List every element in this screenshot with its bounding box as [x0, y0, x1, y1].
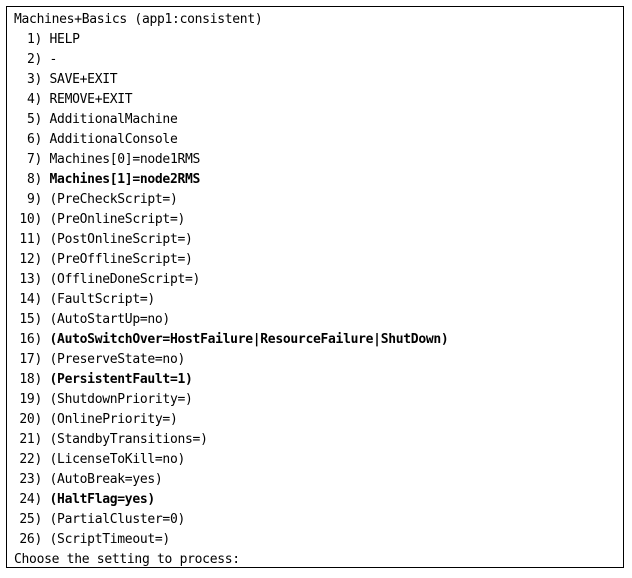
menu-item-auto-switch-over[interactable]: 16) (AutoSwitchOver=HostFailure|Resource…	[14, 330, 623, 350]
menu-item-remove-exit[interactable]: 4) REMOVE+EXIT	[14, 90, 623, 110]
menu-item-persistent-fault[interactable]: 18) (PersistentFault=1)	[14, 370, 623, 390]
menu-number: 6)	[26, 132, 42, 147]
menu-number: 24)	[19, 492, 42, 507]
menu-number: 23)	[19, 472, 42, 487]
menu-number: 14)	[19, 292, 42, 307]
menu-number: 22)	[19, 452, 42, 467]
menu-item-script-timeout[interactable]: 26) (ScriptTimeout=)	[14, 530, 623, 550]
menu-number: 16)	[19, 332, 42, 347]
menu-item-additional-console[interactable]: 6) AdditionalConsole	[14, 130, 623, 150]
menu-item-preserve-state[interactable]: 17) (PreserveState=no)	[14, 350, 623, 370]
menu-item-shutdown-priority[interactable]: 19) (ShutdownPriority=)	[14, 390, 623, 410]
menu-label: AdditionalConsole	[49, 132, 178, 147]
menu-label: (PartialCluster=0)	[49, 512, 186, 527]
menu-number: 20)	[19, 412, 42, 427]
menu-item-halt-flag[interactable]: 24) (HaltFlag=yes)	[14, 490, 623, 510]
menu-label: (PreOfflineScript=)	[49, 252, 193, 267]
menu-number: 10)	[19, 212, 42, 227]
menu-item-online-priority[interactable]: 20) (OnlinePriority=)	[14, 410, 623, 430]
menu-label: (AutoStartUp=no)	[49, 312, 171, 327]
menu-label: Machines[0]=node1RMS	[49, 152, 201, 167]
menu-item-partial-cluster[interactable]: 25) (PartialCluster=0)	[14, 510, 623, 530]
menu-number: 3)	[26, 72, 42, 87]
menu-label: (ScriptTimeout=)	[49, 532, 171, 547]
menu-item-offline-done-script[interactable]: 13) (OfflineDoneScript=)	[14, 270, 623, 290]
menu-number: 7)	[26, 152, 42, 167]
menu-item-auto-break[interactable]: 23) (AutoBreak=yes)	[14, 470, 623, 490]
menu-label: SAVE+EXIT	[49, 72, 118, 87]
menu-item-pre-online-script[interactable]: 10) (PreOnlineScript=)	[14, 210, 623, 230]
menu-label: AdditionalMachine	[49, 112, 178, 127]
menu-label: (PreCheckScript=)	[49, 192, 178, 207]
menu-label: (ShutdownPriority=)	[49, 392, 193, 407]
menu-item-save-exit[interactable]: 3) SAVE+EXIT	[14, 70, 623, 90]
menu-item-pre-check-script[interactable]: 9) (PreCheckScript=)	[14, 190, 623, 210]
menu-label: Machines[1]=node2RMS	[49, 172, 201, 187]
menu-label: HELP	[49, 32, 80, 47]
menu-label: (StandbyTransitions=)	[49, 432, 208, 447]
menu-number: 13)	[19, 272, 42, 287]
menu-number: 5)	[26, 112, 42, 127]
menu-item-pre-offline-script[interactable]: 12) (PreOfflineScript=)	[14, 250, 623, 270]
menu-label: (AutoBreak=yes)	[49, 472, 163, 487]
command-prompt[interactable]: Choose the setting to process:	[14, 552, 240, 567]
menu-label: (LicenseToKill=no)	[49, 452, 186, 467]
menu-item-auto-start-up[interactable]: 15) (AutoStartUp=no)	[14, 310, 623, 330]
menu-number: 15)	[19, 312, 42, 327]
menu-item-fault-script[interactable]: 14) (FaultScript=)	[14, 290, 623, 310]
menu-item-help[interactable]: 1) HELP	[14, 30, 623, 50]
menu-label: (PersistentFault=1)	[49, 372, 193, 387]
menu-number: 1)	[26, 32, 42, 47]
menu-number: 26)	[19, 532, 42, 547]
menu-label: (FaultScript=)	[49, 292, 156, 307]
menu-label: (PreserveState=no)	[49, 352, 186, 367]
menu-label: (HaltFlag=yes)	[49, 492, 156, 507]
menu-item-machines-1[interactable]: 8) Machines[1]=node2RMS	[14, 170, 623, 190]
menu-label: (PostOnlineScript=)	[49, 232, 193, 247]
menu-label: (OfflineDoneScript=)	[49, 272, 201, 287]
menu-label: (PreOnlineScript=)	[49, 212, 186, 227]
menu-item-separator[interactable]: 2) -	[14, 50, 623, 70]
menu-label: (OnlinePriority=)	[49, 412, 178, 427]
menu-number: 11)	[19, 232, 42, 247]
menu-item-license-to-kill[interactable]: 22) (LicenseToKill=no)	[14, 450, 623, 470]
menu-label: -	[49, 52, 58, 67]
menu-item-standby-transitions[interactable]: 21) (StandbyTransitions=)	[14, 430, 623, 450]
menu-number: 17)	[19, 352, 42, 367]
menu-number: 2)	[26, 52, 42, 67]
menu-item-additional-machine[interactable]: 5) AdditionalMachine	[14, 110, 623, 130]
menu-number: 18)	[19, 372, 42, 387]
terminal-window: Machines+Basics (app1:consistent) 1) HEL…	[6, 6, 624, 568]
menu-number: 8)	[26, 172, 42, 187]
menu-header: Machines+Basics (app1:consistent)	[14, 12, 263, 27]
menu-number: 25)	[19, 512, 42, 527]
menu-label: REMOVE+EXIT	[49, 92, 133, 107]
menu-number: 4)	[26, 92, 42, 107]
menu-number: 21)	[19, 432, 42, 447]
menu-item-machines-0[interactable]: 7) Machines[0]=node1RMS	[14, 150, 623, 170]
menu-item-post-online-script[interactable]: 11) (PostOnlineScript=)	[14, 230, 623, 250]
menu-number: 19)	[19, 392, 42, 407]
menu-label: (AutoSwitchOver=HostFailure|ResourceFail…	[49, 332, 449, 347]
menu-number: 9)	[26, 192, 42, 207]
menu-number: 12)	[19, 252, 42, 267]
